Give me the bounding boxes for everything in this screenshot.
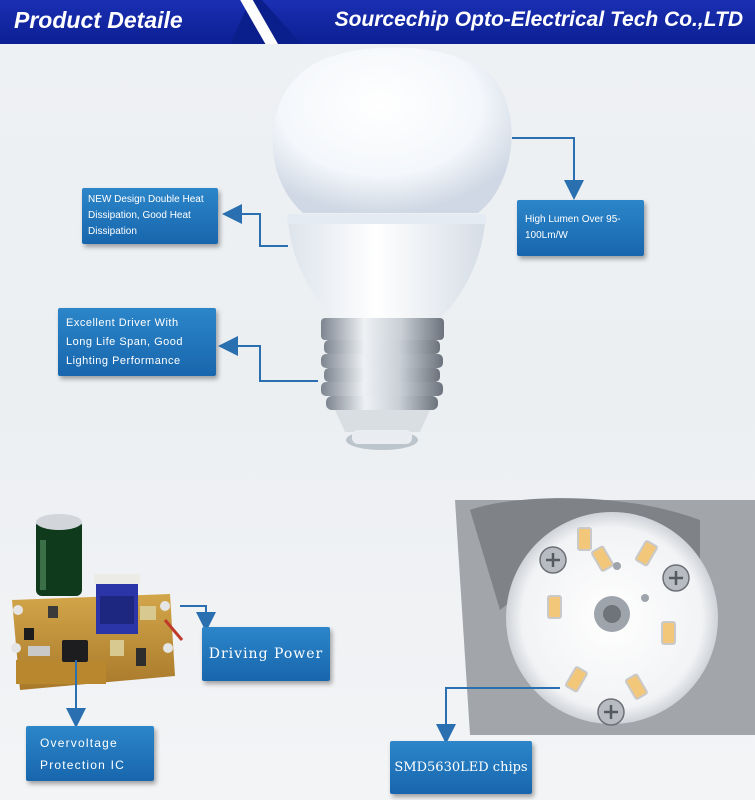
led-chip-plate — [455, 498, 755, 735]
callout-smd-chips-text: SMD5630LED chips — [394, 760, 528, 775]
callout-overvoltage-protection: Overvoltage Protection IC — [26, 726, 154, 781]
screw-base — [321, 318, 444, 450]
connector-smd — [436, 687, 560, 744]
driver-board — [11, 514, 184, 690]
callout-driving-power-text: Driving Power — [208, 646, 324, 662]
connector-heat — [222, 204, 288, 247]
header-title-tab — [0, 0, 250, 44]
callout-high-lumen: High Lumen Over 95-100Lm/W — [517, 200, 644, 256]
callout-overvoltage-text: Overvoltage Protection IC — [40, 735, 125, 772]
callout-smd-chips: SMD5630LED chips — [390, 741, 532, 794]
header-company-tab — [262, 0, 755, 44]
callout-driver: Excellent Driver With Long Life Span, Go… — [58, 308, 216, 376]
page-title: Product Detaile — [14, 7, 183, 33]
callout-heat-dissipation-text: NEW Design Double Heat Dissipation, Good… — [88, 194, 204, 237]
header-bar: Product Detaile Sourcechip Opto-Electric… — [0, 0, 755, 44]
callout-high-lumen-text: High Lumen Over 95-100Lm/W — [525, 214, 621, 241]
callout-heat-dissipation: NEW Design Double Heat Dissipation, Good… — [82, 188, 218, 244]
company-name: Sourcechip Opto-Electrical Tech Co.,LTD — [334, 8, 743, 31]
connector-driver — [218, 336, 318, 382]
callout-driver-text: Excellent Driver With Long Life Span, Go… — [66, 316, 184, 367]
connector-power — [180, 605, 216, 632]
connector-lumen — [512, 137, 584, 200]
led-bulb — [272, 47, 512, 450]
callout-driving-power: Driving Power — [202, 627, 330, 681]
